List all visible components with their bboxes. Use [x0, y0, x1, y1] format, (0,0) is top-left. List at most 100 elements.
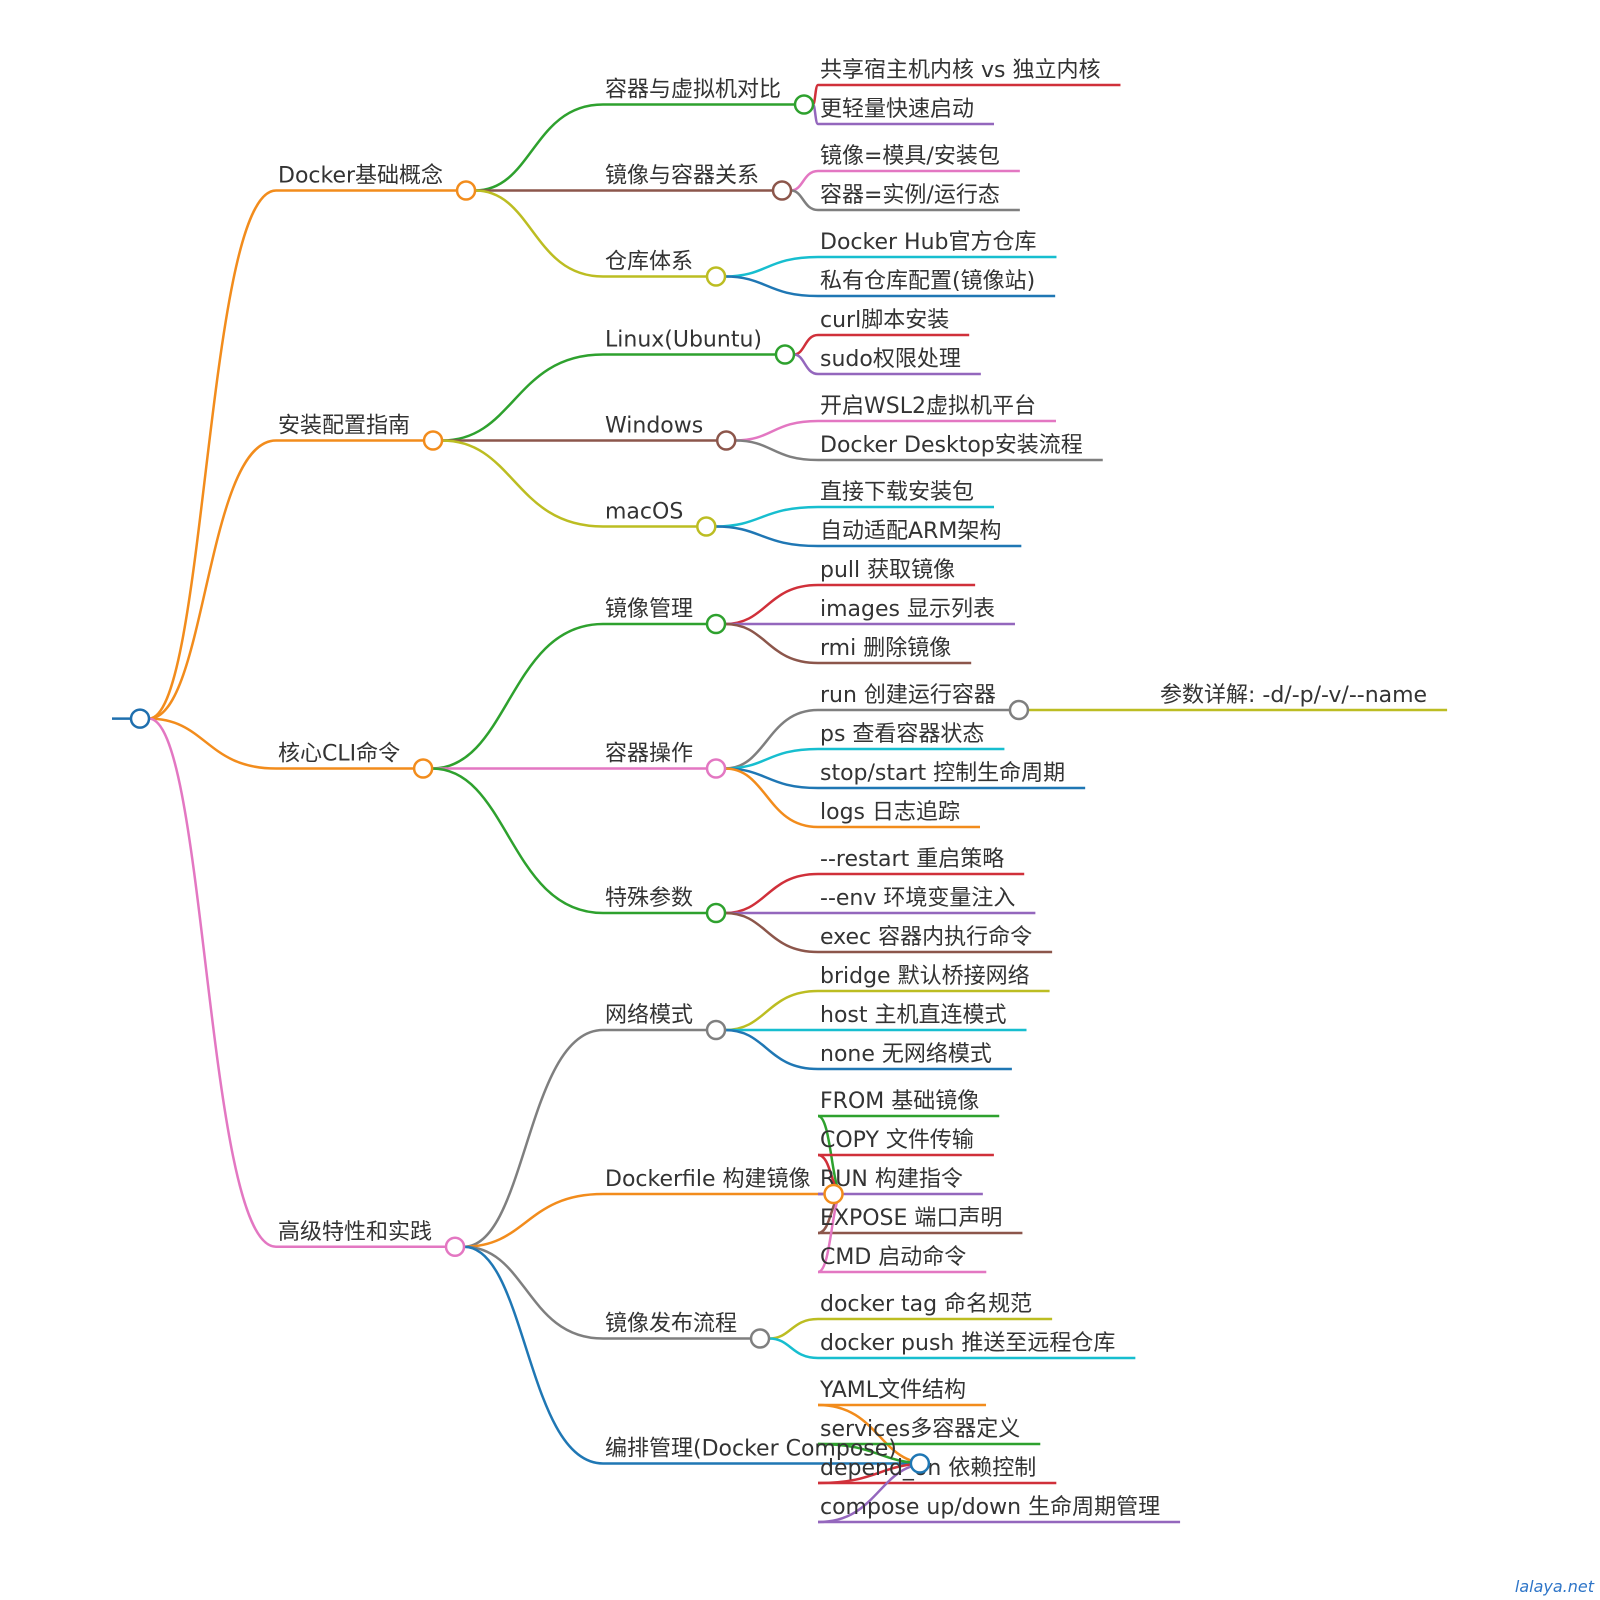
toggle-circle-容器操作[interactable]	[705, 758, 727, 779]
connector-rmi-删除镜像	[725, 622, 819, 665]
connector-网络模式	[463, 1028, 604, 1248]
connector-none-无网络模式	[725, 1028, 819, 1071]
connector-run-创建运行容器	[725, 708, 819, 770]
toggle-circle-仓库体系[interactable]	[705, 266, 727, 287]
connector-curl脚本安装	[793, 333, 819, 356]
node-label-参数详解-d-p-v-name: 参数详解: -d/-p/-v/--name	[1160, 683, 1427, 708]
node-label-docker基础概念: Docker基础概念	[278, 164, 443, 189]
toggle-circle-macos[interactable]	[696, 516, 717, 537]
node-label-仓库体系: 仓库体系	[605, 250, 693, 275]
node-label-直接下载安装包: 直接下载安装包	[820, 480, 974, 505]
root-toggle-circle[interactable]	[129, 708, 151, 729]
node-label-pull-获取镜像: pull 获取镜像	[820, 558, 955, 583]
node-label-expose-端口声明: EXPOSE 端口声明	[820, 1206, 1002, 1231]
connector-linux-ubuntu	[442, 353, 604, 442]
connector-自动适配arm架构	[715, 525, 819, 548]
node-label-run-创建运行容器: run 创建运行容器	[820, 683, 996, 708]
toggle-circle-dockerfile-构建镜像[interactable]	[823, 1183, 844, 1205]
node-label-容器-实例-运行态: 容器=实例/运行态	[820, 183, 1000, 208]
node-label-容器与虚拟机对比: 容器与虚拟机对比	[605, 78, 781, 103]
node-label-yaml文件结构: YAML文件结构	[819, 1378, 966, 1403]
node-label-stop-start-控制生命周期: stop/start 控制生命周期	[820, 761, 1065, 786]
toggle-circle-镜像发布流程[interactable]	[749, 1328, 771, 1349]
toggle-circle-高级特性和实践[interactable]	[444, 1236, 466, 1257]
connector-镜像发布流程	[464, 1245, 604, 1340]
toggle-circle-镜像管理[interactable]	[705, 613, 727, 635]
connector-docker-tag-命名规范	[768, 1317, 819, 1340]
node-label-env-环境变量注入: --env 环境变量注入	[820, 886, 1015, 911]
node-label-compose-up-down-生命周期管理: compose up/down 生命周期管理	[820, 1495, 1160, 1520]
node-label-exec-容器内执行命令: exec 容器内执行命令	[820, 925, 1032, 950]
connector-编排管理-docker-compose	[463, 1245, 604, 1465]
connector-镜像-模具-安装包	[790, 169, 819, 192]
node-label-ps-查看容器状态: ps 查看容器状态	[820, 722, 984, 747]
toggle-circle-容器与虚拟机对比[interactable]	[793, 94, 815, 115]
node-label-高级特性和实践: 高级特性和实践	[278, 1220, 432, 1245]
node-label-私有仓库配置-镜像站: 私有仓库配置(镜像站)	[820, 269, 1035, 294]
node-label-共享宿主机内核-vs-独立内核: 共享宿主机内核 vs 独立内核	[820, 58, 1100, 83]
connector-docker-push-推送至远程仓库	[768, 1337, 819, 1360]
connector-仓库体系	[475, 189, 604, 278]
node-label-docker-push-推送至远程仓库: docker push 推送至远程仓库	[820, 1331, 1115, 1356]
node-label-容器操作: 容器操作	[605, 742, 693, 767]
node-label-特殊参数: 特殊参数	[605, 886, 693, 911]
node-label-restart-重启策略: --restart 重启策略	[820, 847, 1004, 872]
connector-容器与虚拟机对比	[475, 103, 604, 192]
node-label-copy-文件传输: COPY 文件传输	[820, 1128, 974, 1153]
node-label-logs-日志追踪: logs 日志追踪	[820, 800, 960, 825]
node-label-网络模式: 网络模式	[605, 1003, 693, 1028]
mindmap-labels: Docker基础概念 容器与虚拟机对比 共享宿主机内核 vs 独立内核更轻量快速启动…	[278, 58, 1427, 1520]
toggle-circle-windows[interactable]	[715, 430, 737, 451]
connector-docker-hub官方仓库	[725, 255, 819, 278]
connector-开启wsl2虚拟机平台	[735, 419, 819, 442]
toggle-circle-linux-ubuntu[interactable]	[774, 344, 796, 365]
connector-直接下载安装包	[715, 505, 819, 528]
toggle-circle-网络模式[interactable]	[705, 1019, 727, 1041]
connector-私有仓库配置-镜像站	[725, 275, 819, 298]
connector-安装配置指南	[148, 439, 277, 720]
connector-sudo权限处理	[793, 353, 819, 376]
node-label-docker-tag-命名规范: docker tag 命名规范	[820, 1292, 1032, 1317]
mindmap-links	[112, 83, 1448, 1524]
node-label-rmi-删除镜像: rmi 删除镜像	[820, 636, 951, 661]
toggle-circle-核心cli命令[interactable]	[412, 758, 434, 779]
connector-高级特性和实践	[148, 717, 277, 1248]
toggle-circle-镜像与容器关系[interactable]	[771, 180, 793, 201]
node-label-镜像管理: 镜像管理	[605, 597, 693, 622]
node-label-更轻量快速启动: 更轻量快速启动	[820, 97, 974, 122]
connector-镜像管理	[432, 622, 604, 770]
node-label-sudo权限处理: sudo权限处理	[820, 347, 961, 372]
node-label-镜像-模具-安装包: 镜像=模具/安装包	[820, 144, 1000, 169]
node-label-host-主机直连模式: host 主机直连模式	[820, 1003, 1007, 1028]
node-label-docker-hub官方仓库: Docker Hub官方仓库	[820, 230, 1036, 255]
toggle-circle-docker基础概念[interactable]	[455, 180, 477, 201]
node-label-macos: macOS	[605, 500, 683, 525]
connector-docker-desktop安装流程	[735, 439, 819, 462]
toggle-circle-特殊参数[interactable]	[705, 902, 727, 924]
connector-bridge-默认桥接网络	[725, 989, 819, 1032]
node-label-自动适配arm架构: 自动适配ARM架构	[820, 519, 1001, 544]
node-label-dockerfile-构建镜像: Dockerfile 构建镜像	[605, 1167, 811, 1192]
node-label-linux-ubuntu: Linux(Ubuntu)	[605, 328, 762, 353]
mindmap-nodes	[129, 94, 1030, 1474]
toggle-circle-安装配置指南[interactable]	[422, 430, 444, 451]
toggle-circle-编排管理-docker-compose[interactable]	[909, 1453, 931, 1474]
node-label-核心cli命令: 核心CLI命令	[278, 742, 400, 767]
node-label-编排管理-docker-compose: 编排管理(Docker Compose)	[605, 1437, 897, 1462]
watermark: lalaya.net	[1514, 1577, 1594, 1596]
connector-核心cli命令	[148, 717, 277, 770]
node-label-cmd-启动命令: CMD 启动命令	[820, 1245, 966, 1270]
node-label-images-显示列表: images 显示列表	[820, 597, 995, 622]
node-label-curl脚本安装: curl脚本安装	[820, 308, 949, 333]
node-label-run-构建指令: RUN 构建指令	[820, 1167, 963, 1192]
node-label-bridge-默认桥接网络: bridge 默认桥接网络	[820, 964, 1030, 989]
connector-exec-容器内执行命令	[725, 911, 819, 954]
node-label-镜像发布流程: 镜像发布流程	[605, 1312, 737, 1337]
connector-restart-重启策略	[725, 872, 819, 915]
connector-logs-日志追踪	[725, 767, 819, 829]
node-label-安装配置指南: 安装配置指南	[278, 414, 410, 439]
connector-docker基础概念	[148, 189, 277, 720]
toggle-circle-run-创建运行容器[interactable]	[1008, 699, 1030, 721]
node-label-镜像与容器关系: 镜像与容器关系	[605, 164, 759, 189]
